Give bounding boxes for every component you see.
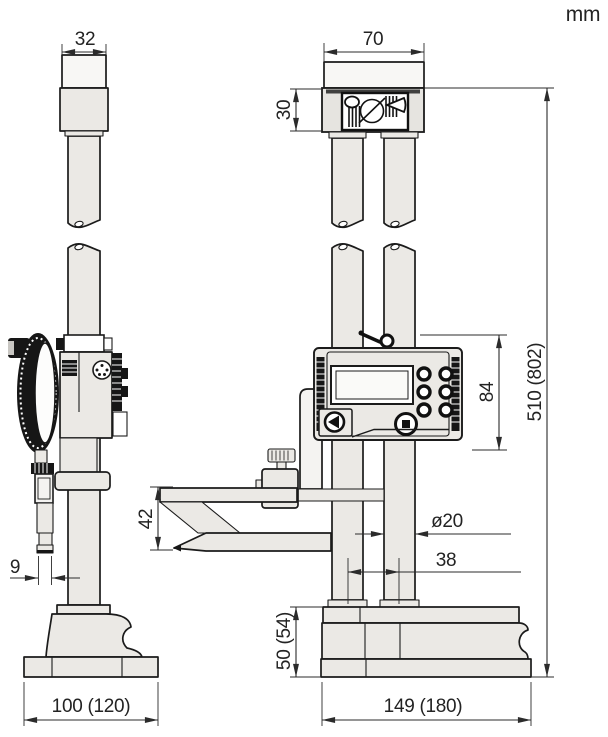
dim-label: ø20 (431, 511, 463, 532)
side-tab-1 (121, 368, 128, 379)
scriber-point (173, 544, 181, 552)
side-view (8, 54, 159, 678)
dial-face (34, 342, 56, 444)
button (416, 366, 432, 382)
front-base-flange (320, 658, 532, 678)
arm-web (159, 501, 241, 534)
button (438, 384, 454, 400)
side-base-flange (23, 656, 159, 678)
column-cap-left (328, 131, 367, 139)
side-base-collar (56, 604, 111, 615)
side-tab-2 (121, 386, 128, 397)
button (438, 402, 454, 418)
slider-left-nub (56, 338, 64, 350)
dim-label: 38 (436, 550, 457, 571)
clamp-lever (358, 330, 395, 349)
side-head-lip (64, 130, 104, 137)
fine-adjust-and-probe (31, 449, 54, 554)
scriber-arm-assembly (159, 448, 385, 552)
dim-label: 510 (802) (525, 343, 546, 422)
dim-base-width-front: 149 (180) (321, 682, 532, 726)
scriber-blade (173, 532, 332, 552)
thumb-wheel (62, 360, 77, 376)
column-foot-left (327, 599, 368, 608)
square-icon (402, 420, 410, 428)
dim-label: 32 (75, 29, 96, 50)
power-button (394, 412, 418, 436)
unit-label: mm (566, 3, 600, 26)
side-button-strip (112, 353, 122, 411)
connector-port (92, 360, 112, 380)
battery-cover (112, 411, 128, 437)
dim-overall-height: 510 (802) (424, 87, 554, 678)
slider-right-nub (103, 337, 113, 351)
dim-label: 9 (10, 557, 20, 578)
slider-top-cap (63, 334, 105, 353)
side-top-cap (61, 54, 107, 89)
dim-head-height: 30 (274, 88, 322, 132)
dim-label: 50 (54) (274, 612, 295, 670)
dim-display-height: 84 (420, 334, 507, 451)
front-base-step (322, 606, 520, 624)
dim-probe-width: 9 (10, 556, 80, 585)
button (416, 402, 432, 418)
dim-base-width-side: 100 (120) (23, 682, 159, 726)
dim-label: 100 (120) (52, 696, 131, 717)
display-unit (313, 347, 463, 441)
dim-label: 70 (363, 29, 384, 50)
dimensions: mm 32 70 30 510 (802) 84 (10, 3, 600, 726)
front-base-body (321, 622, 529, 660)
arm-top-bar (159, 487, 298, 503)
arm-extension (296, 488, 385, 502)
probe-upper (36, 502, 54, 534)
column-foot-right (379, 599, 420, 608)
slider-neck (59, 437, 98, 473)
side-head-block (59, 87, 109, 132)
dim-base-height: 50 (54) (274, 606, 323, 678)
dim-top-width-front: 70 (323, 29, 425, 62)
clamp-thumb-screw (267, 448, 296, 470)
dim-column-spacing: 38 (347, 550, 521, 604)
left-arrow-button (318, 408, 353, 437)
front-top-cap (323, 61, 425, 89)
dim-label: 149 (180) (384, 696, 463, 717)
dim-label: 30 (274, 100, 295, 121)
dim-label: 84 (477, 381, 498, 402)
probe-mid (38, 532, 53, 546)
side-slider-unit (8, 333, 128, 554)
dim-scriber-height: 42 (136, 486, 173, 551)
slider-bottom-bar (54, 471, 111, 491)
front-base (320, 606, 532, 678)
side-base (23, 604, 159, 678)
keypad-buttons (416, 366, 454, 418)
dim-label: 42 (136, 509, 157, 530)
column-cap-right (380, 131, 419, 139)
button (438, 366, 454, 382)
side-base-body (45, 613, 143, 658)
dim-top-width-side: 32 (61, 29, 107, 55)
left-triangle-icon (328, 415, 339, 429)
carrying-pictogram-icon (340, 91, 410, 132)
button (416, 384, 432, 400)
dial-indicator (8, 333, 59, 453)
dim-column-diameter: ø20 (355, 511, 511, 537)
front-view (159, 61, 532, 678)
front-head-block (321, 87, 425, 139)
